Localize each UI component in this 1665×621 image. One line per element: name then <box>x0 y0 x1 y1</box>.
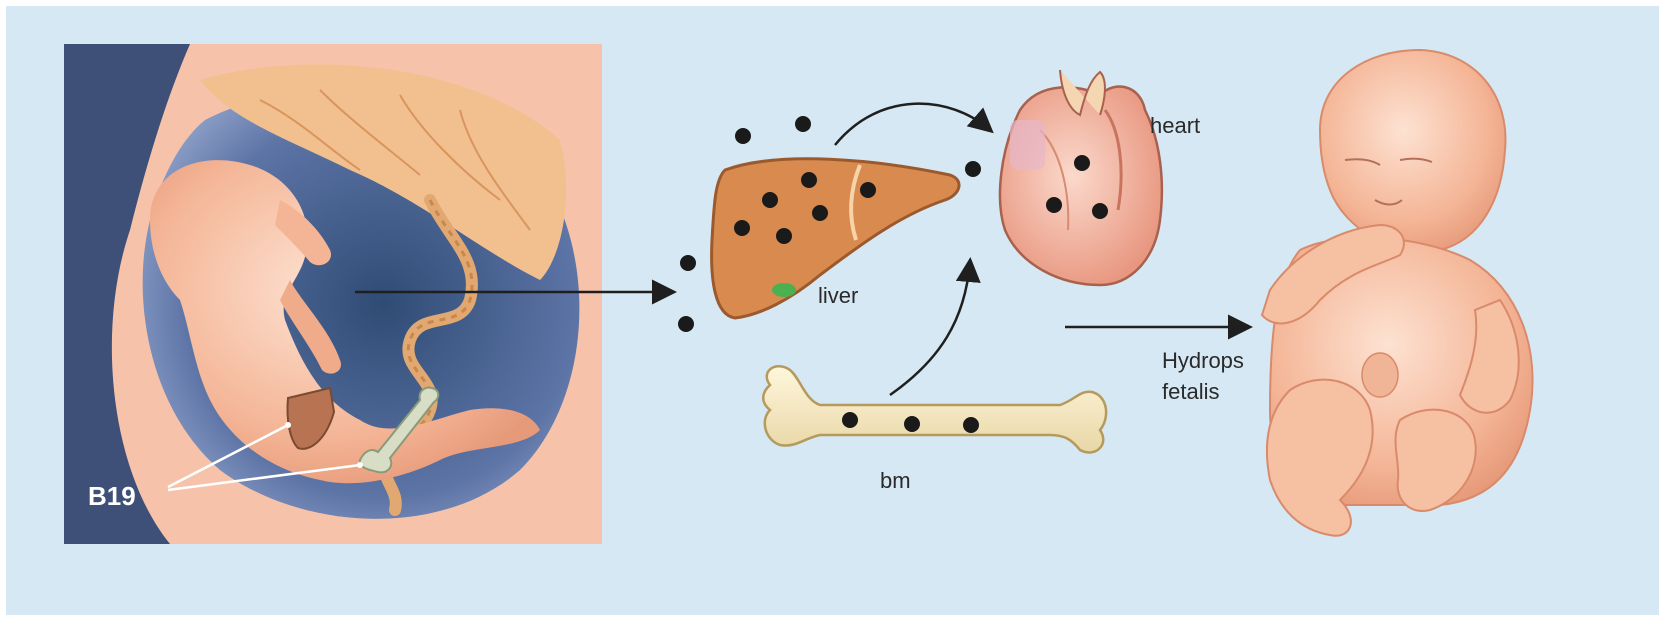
virus-particle <box>965 161 981 177</box>
virus-particle <box>1074 155 1090 171</box>
liver-label: liver <box>818 283 858 308</box>
virus-particle <box>734 220 750 236</box>
virus-particle <box>776 228 792 244</box>
fetus-in-womb-illustration <box>64 44 602 544</box>
gallbladder <box>772 283 796 297</box>
virus-particle <box>678 316 694 332</box>
virus-particle <box>795 116 811 132</box>
virus-particle <box>812 205 828 221</box>
virus-particle <box>860 182 876 198</box>
hydrops-label-line1: Hydrops <box>1162 348 1244 373</box>
hydrops-label-line2: fetalis <box>1162 379 1219 404</box>
virus-particle <box>801 172 817 188</box>
bone-marrow-label: bm <box>880 468 911 493</box>
virus-particle <box>904 416 920 432</box>
virus-particle <box>963 417 979 433</box>
virus-particle <box>842 412 858 428</box>
virus-particle <box>762 192 778 208</box>
b19-label: B19 <box>88 481 136 511</box>
virus-particle <box>735 128 751 144</box>
virus-particle <box>1046 197 1062 213</box>
virus-particle <box>1092 203 1108 219</box>
virus-particle <box>680 255 696 271</box>
heart-label: heart <box>1150 113 1200 138</box>
